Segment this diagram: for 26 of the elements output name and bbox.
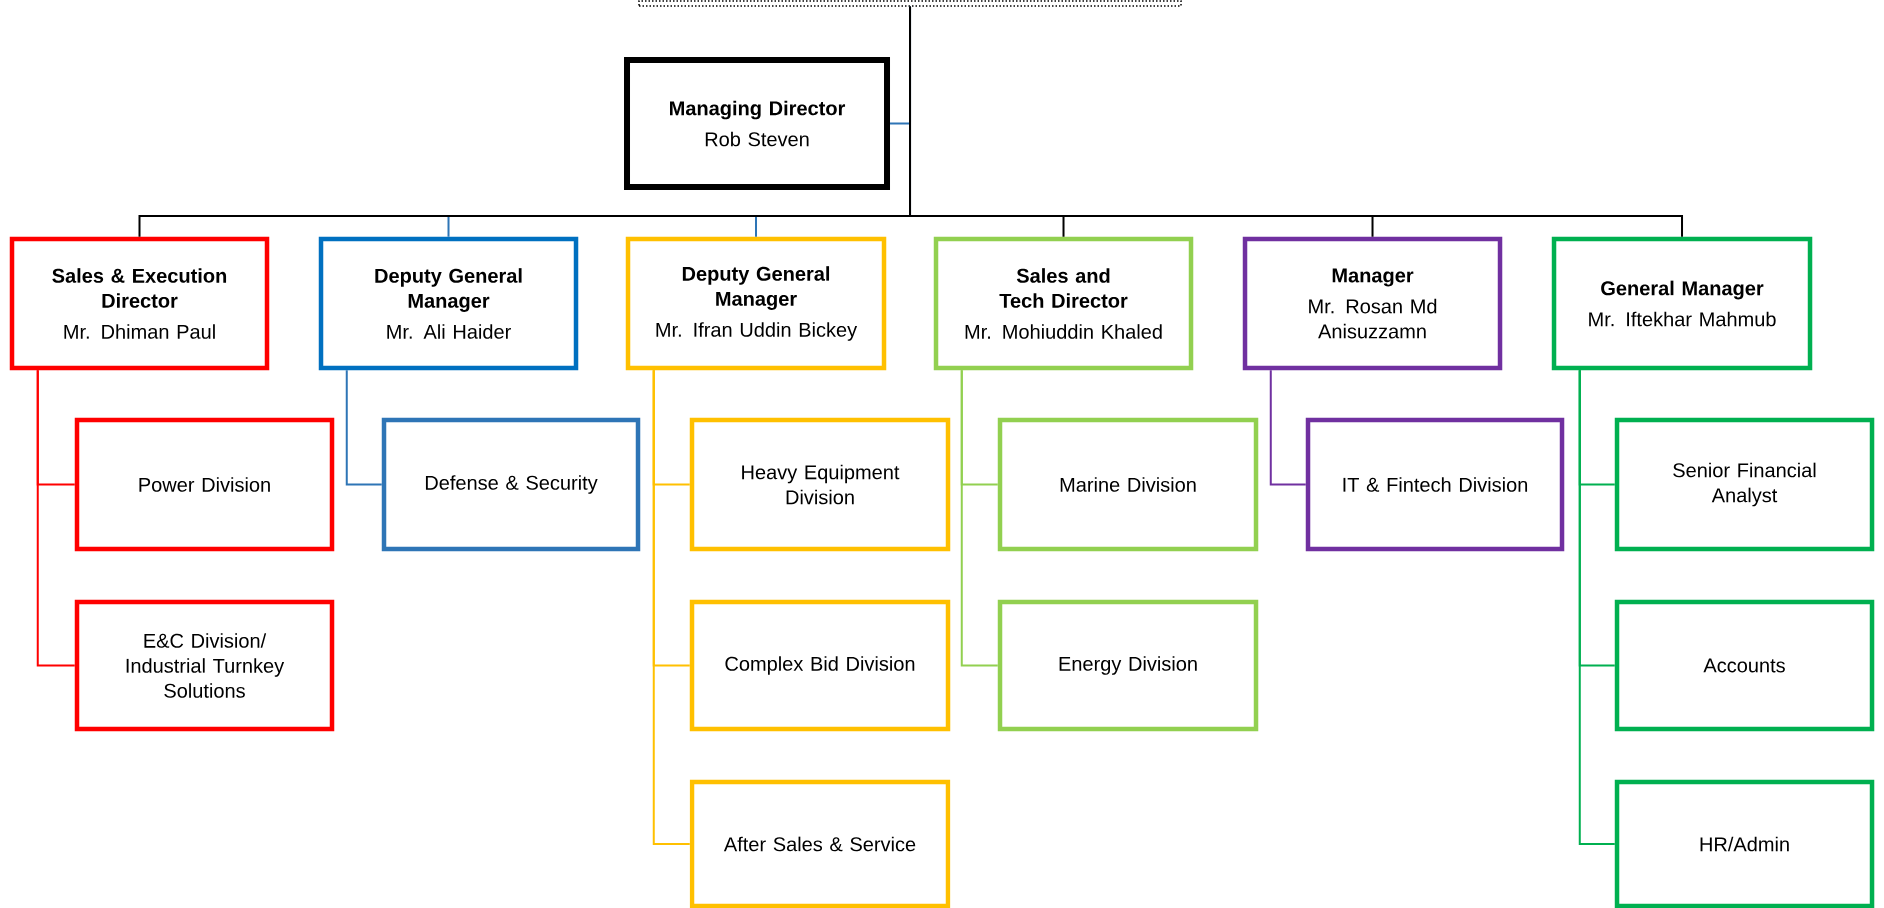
division-box: E&C Division/ Industrial Turnkey Solutions xyxy=(74,599,335,732)
title-box: Manager Mr. Rosan Md Anisuzzamn xyxy=(1242,236,1503,371)
connector-line xyxy=(909,5,1683,238)
division-box: IT & Fintech Division xyxy=(1305,417,1565,552)
title-box: General Manager Mr. Iftekhar Mahmub xyxy=(1551,236,1813,371)
connector-line xyxy=(1578,369,1616,845)
title-box: Sales & Execution Director Mr. Dhiman Paul xyxy=(9,236,270,371)
division-box: HR/Admin xyxy=(1614,779,1875,908)
title-box: Sales and Tech Director Mr. Mohiuddin Khaled xyxy=(933,236,1194,371)
division-box: Defense & Security xyxy=(381,417,641,552)
division-box: Heavy Equipment Division xyxy=(689,417,951,552)
division-box: Senior Financial Analyst xyxy=(1614,417,1875,552)
division-box: Complex Bid Division xyxy=(689,599,951,732)
title-box: Deputy General Manager Mr. Ifran Uddin Bickey xyxy=(625,236,887,371)
connector-line xyxy=(960,369,999,667)
dotted-box xyxy=(638,0,1182,7)
connector-line xyxy=(1269,369,1307,486)
title-box: Deputy General Manager Mr. Ali Haider xyxy=(318,236,579,371)
connector-line xyxy=(36,369,76,667)
connector-line xyxy=(652,369,691,845)
division-box: Accounts xyxy=(1614,599,1875,732)
division-box: Energy Division xyxy=(997,599,1259,732)
division-box: After Sales & Service xyxy=(689,779,951,908)
connector-line xyxy=(345,369,383,486)
division-box: Power Division xyxy=(74,417,335,552)
division-box: Marine Division xyxy=(997,417,1259,552)
